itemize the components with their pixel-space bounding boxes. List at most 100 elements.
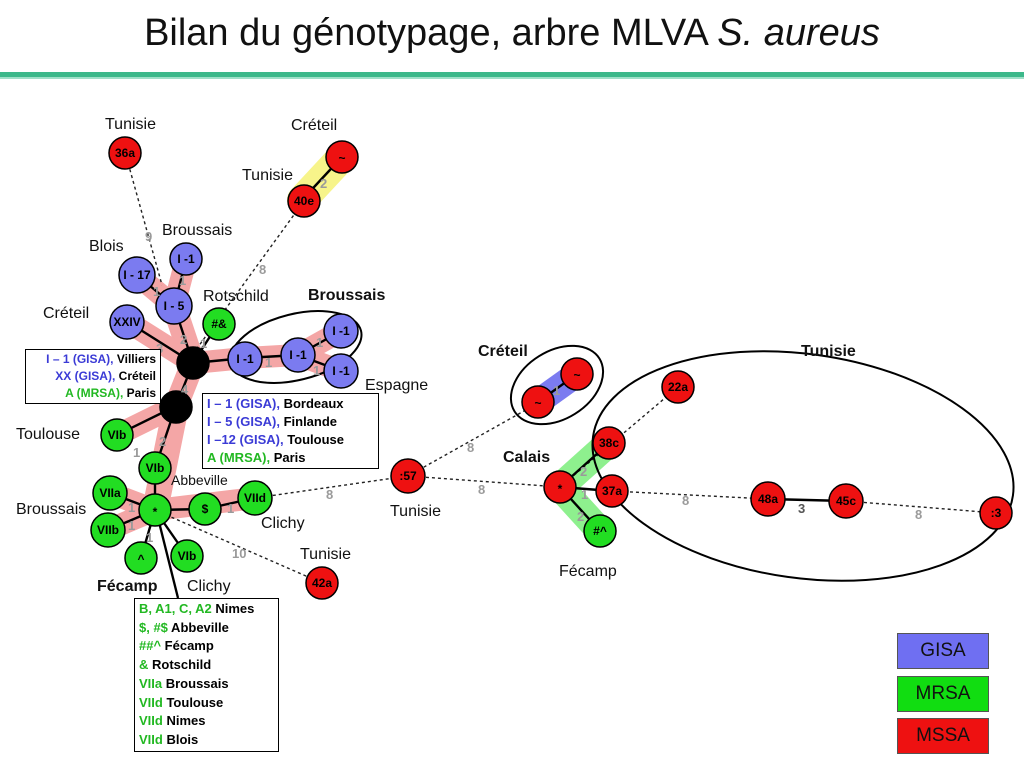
node-viid[interactable] [237,480,273,516]
edge-label: 2 [320,176,327,191]
edge-label: 2 [180,332,187,347]
node-star-red[interactable] [543,470,577,504]
strain-place: Rotschild [148,657,212,673]
node-38c[interactable] [592,426,626,460]
edge-label: 1 [128,518,135,533]
strain-place: Abbeville [167,619,229,635]
title-underline [0,72,1024,79]
node-36a[interactable] [108,136,142,170]
node-tilde-top-label: ~ [338,151,345,165]
node-57-label: :57 [399,469,417,483]
node-48a[interactable] [750,481,786,517]
node-37a[interactable] [595,474,629,508]
edge-label: 2 [159,434,166,449]
edge-label: 4 [181,382,189,397]
strain-code: VIId [139,694,163,710]
edge-label: 1 [179,273,186,288]
node-xxiv[interactable] [109,304,145,340]
node-i1-a[interactable] [227,341,263,377]
label-espagne: Espagne [365,377,428,394]
node-45c[interactable] [828,483,864,519]
info-box-bottom: B, A1, C, A2 Nimes $, #$ Abbeville ##^ F… [134,598,279,752]
node-hash-amp-label: #& [211,317,227,331]
node-viid-label: VIId [244,491,266,505]
strain-place: Broussais [162,675,229,691]
strain-place: Nimes [211,601,255,616]
node-i17-label: I - 17 [123,268,151,282]
node-40e[interactable] [287,184,321,218]
info-row: A (MRSA), Paris [30,385,156,402]
label-broussais-top: Broussais [162,222,232,239]
info-row: $, #$ Abbeville [139,619,274,638]
strain-place: Paris [270,450,306,465]
node-i1-a-label: I -1 [236,352,254,366]
edge-label: 8 [326,487,333,502]
node-tilde-r1[interactable] [560,357,594,391]
node-hash-amp[interactable] [202,307,236,341]
node-tilde-r2[interactable] [521,385,555,419]
info-box-middle: I – 1 (GISA), Bordeaux I – 5 (GISA), Fin… [202,393,379,469]
node-i1-c[interactable] [323,313,359,349]
strain-code: I – 1 (GISA), [46,352,114,366]
label-tunisie-right: Tunisie [801,343,856,360]
node-i1-b[interactable] [280,337,316,373]
edge-label: 1 [265,355,272,370]
node-42a[interactable] [305,566,339,600]
label-fecamp-right: Fécamp [559,563,617,580]
label-creteil-left: Créteil [43,305,89,322]
node-tilde-top[interactable] [325,140,359,174]
node-i1-d[interactable] [323,353,359,389]
node-viia[interactable] [92,475,128,511]
strain-code: XX (GISA), [55,369,116,383]
info-row: & Rotschild [139,656,274,675]
node-caret[interactable] [124,541,158,575]
node-48a-label: 48a [758,492,778,506]
node-22a[interactable] [661,370,695,404]
node-tilde-r1-label: ~ [573,368,580,382]
pointer-arrow [155,513,180,599]
strain-place: Paris [123,386,156,400]
label-blois: Blois [89,238,124,255]
label-fecamp-bold: Fécamp [97,578,158,595]
edge-label: 1 [128,500,135,515]
edge-label: 3 [156,341,163,356]
node-tilde-r2-label: ~ [534,396,541,410]
hub-node-upper[interactable] [176,346,210,380]
node-vib-abbeville-label: VIb [146,461,165,475]
node-i1-top[interactable] [169,242,203,276]
node-dollar-label: $ [202,502,209,516]
strain-place: Nimes [162,713,206,729]
strain-code: B, A1, C, A2 [139,601,212,616]
node-i1-d-label: I -1 [332,364,350,378]
edge-label: 2 [577,509,584,524]
node-45c-label: 45c [836,494,856,508]
info-row: A (MRSA), Paris [207,449,374,467]
info-row: VIId Nimes [139,712,274,731]
label-broussais-left: Broussais [16,501,86,518]
node-36a-label: 36a [115,146,135,160]
info-row: I – 1 (GISA), Villiers [30,351,156,368]
node-57[interactable] [390,458,426,494]
node-viib[interactable] [90,512,126,548]
hub-node-lower[interactable] [159,390,193,424]
edge-label: 8 [915,507,922,522]
strain-code: I –12 (GISA), [207,432,284,447]
strain-place: Fécamp [161,638,214,654]
info-row: VIId Toulouse [139,694,274,713]
node-hash-caret[interactable] [583,514,617,548]
node-3[interactable] [979,496,1013,530]
node-viib-label: VIIb [97,523,119,537]
label-rotschild: Rotschild [203,288,269,305]
node-vib-clichy[interactable] [170,539,204,573]
node-viia-label: VIIa [99,486,121,500]
node-i17[interactable] [118,256,156,294]
strain-code: VIId [139,731,163,747]
node-vib-abbeville[interactable] [138,451,172,485]
node-vib-toulouse[interactable] [100,418,134,452]
node-i5[interactable] [155,287,193,325]
node-star-green[interactable] [138,493,172,527]
label-abbeville: Abbeville [171,472,228,488]
edge-label: 8 [682,493,689,508]
node-dollar[interactable] [188,492,222,526]
